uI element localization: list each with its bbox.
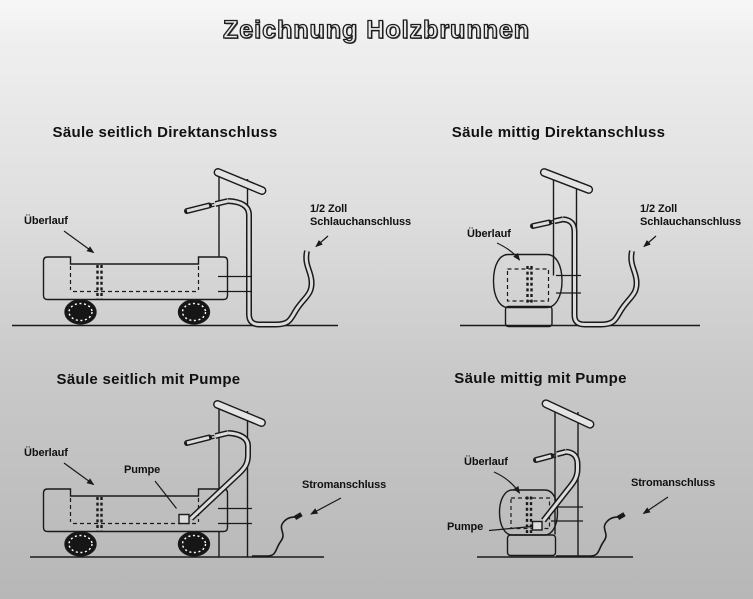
trough — [42, 488, 229, 533]
panel-title-top-right: Säule mittig Direktanschluss — [451, 124, 666, 141]
panel-title-bottom-left: Säule seitlich mit Pumpe — [56, 371, 241, 388]
wheel — [64, 299, 97, 325]
spout — [184, 430, 229, 446]
column-post — [218, 406, 249, 557]
plug — [616, 512, 626, 520]
spout — [533, 448, 567, 463]
label-stromanschluss: Stromanschluss — [631, 477, 716, 489]
column-cap — [541, 399, 595, 429]
base-block — [506, 534, 557, 557]
connection-pipes — [218, 507, 252, 525]
overflow-pipe — [96, 265, 103, 299]
label-pumpe: Pumpe — [447, 521, 484, 533]
overflow-pipe — [526, 266, 533, 305]
basin-inner — [510, 497, 551, 530]
leader-schlauchanschluss — [315, 235, 329, 248]
leader-ueberlauf — [493, 471, 521, 494]
leader-ueberlauf — [496, 242, 521, 261]
spout-joint — [210, 202, 215, 208]
basin — [492, 253, 563, 309]
drawing-saeule-mittig-direktanschluss — [460, 168, 700, 328]
label-ueberlauf: Überlauf — [467, 228, 511, 240]
pump — [531, 520, 543, 531]
leader-pumpe — [488, 525, 532, 532]
label-stromanschluss: Stromanschluss — [302, 479, 387, 491]
column-cap — [213, 168, 267, 195]
base-block — [504, 305, 553, 328]
page-title: Zeichnung Holzbrunnen — [222, 15, 531, 44]
power-cable — [252, 516, 297, 557]
pump-hose — [188, 430, 251, 521]
wheel — [177, 299, 211, 325]
spout — [184, 198, 229, 214]
hose — [227, 198, 315, 328]
leader-stromanschluss — [642, 496, 669, 515]
leader-pumpe — [154, 480, 177, 509]
trough-inner — [69, 266, 200, 293]
trough-inner — [69, 498, 200, 525]
plug — [293, 512, 303, 520]
overflow-pipe — [96, 497, 103, 531]
spout-joint — [551, 453, 557, 459]
leader-ueberlauf — [63, 462, 95, 486]
column-cap — [539, 168, 594, 194]
spout — [530, 216, 564, 229]
leader-schlauchanschluss — [643, 235, 657, 248]
wheel — [177, 531, 211, 557]
label-schlauchanschluss-line1: 1/2 Zoll — [310, 203, 348, 215]
connection-pipes — [556, 274, 581, 294]
label-schlauchanschluss-line1: 1/2 Zoll — [640, 203, 678, 215]
label-schlauchanschluss: 1/2 Zoll Schlauchanschluss — [640, 203, 741, 228]
trough — [42, 256, 229, 301]
hose — [562, 216, 640, 328]
spout-joint — [210, 434, 215, 440]
label-ueberlauf: Überlauf — [464, 456, 508, 468]
panel-title-bottom-right: Säule mittig mit Pumpe — [454, 370, 627, 387]
label-schlauchanschluss: 1/2 Zoll Schlauchanschluss — [310, 203, 411, 228]
pump — [178, 513, 190, 525]
drawing-saeule-seitlich-mit-pumpe — [30, 400, 342, 558]
column-cap — [213, 400, 266, 427]
label-ueberlauf: Überlauf — [24, 447, 68, 459]
drawing-saeule-mittig-mit-pumpe — [477, 399, 669, 558]
label-schlauchanschluss-line2: Schlauchanschluss — [310, 215, 412, 228]
panel-title-top-left: Säule seitlich Direktanschluss — [52, 124, 278, 141]
label-pumpe: Pumpe — [124, 464, 161, 476]
pump-hose — [541, 448, 581, 523]
overflow-pipe — [525, 496, 533, 533]
drawing-saeule-seitlich-direktanschluss — [12, 168, 338, 328]
spout-joint — [549, 219, 555, 225]
label-ueberlauf: Überlauf — [24, 215, 68, 227]
wheel — [64, 531, 97, 557]
leader-stromanschluss — [310, 497, 342, 515]
column-post — [554, 409, 579, 557]
power-cable — [556, 516, 620, 557]
connection-pipes — [218, 275, 252, 293]
leader-ueberlauf — [63, 230, 95, 254]
label-schlauchanschluss-line2: Schlauchanschluss — [640, 215, 742, 228]
